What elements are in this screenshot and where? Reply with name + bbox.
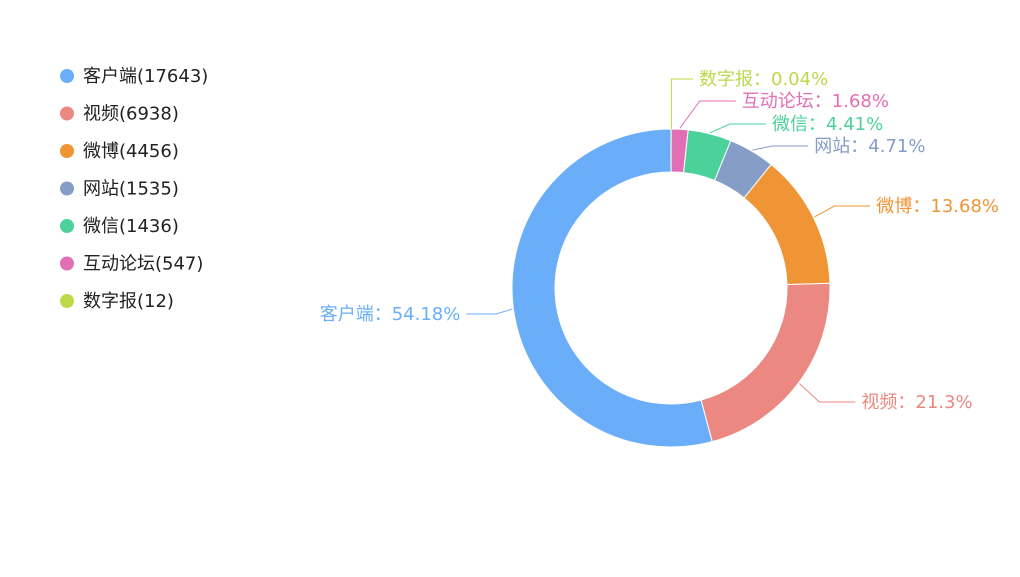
legend-item-5[interactable]: 互动论坛(547) [60,254,203,275]
donut-slices [511,128,831,448]
legend-item-0[interactable]: 客户端(17643) [60,66,208,87]
legend-label-0: 客户端(17643) [83,66,208,87]
legend-item-1[interactable]: 视频(6938) [60,104,179,125]
slice-label-5: 互动论坛：1.68% [742,91,889,112]
chart-legend: 客户端(17643) 视频(6938) 微博(4456) 网站(1535) 微信(143… [60,66,208,312]
legend-item-3[interactable]: 网站(1535) [60,179,179,200]
legend-item-6[interactable]: 数字报(12) [60,291,174,312]
legend-label-4: 微信(1436) [83,216,179,237]
slice-label-4: 微信：4.41% [772,114,883,135]
slice-label-6: 数字报：0.04% [699,69,828,90]
slice-labels: 客户端：54.18% 视频：21.3% 微博：13.68% 网站：4.71%微信：4.… [320,69,999,413]
legend-label-1: 视频(6938) [83,104,179,125]
leader-line-2 [814,205,871,218]
legend-label-3: 网站(1535) [83,179,179,200]
legend-item-4[interactable]: 微信(1436) [60,216,179,237]
donut-slice-1[interactable] [700,282,831,443]
legend-marker-4 [60,219,74,233]
legend-marker-1 [60,106,74,121]
legend-label-2: 微博(4456) [83,141,179,162]
leader-line-0 [466,308,513,315]
slice-label-3: 网站：4.71% [814,136,925,157]
leader-line-4 [709,123,767,134]
donut-slice-0[interactable] [511,128,713,448]
leader-line-5 [679,100,736,129]
label-leader-lines [466,78,871,403]
legend-marker-3 [60,181,74,196]
leader-line-1 [799,383,856,403]
leader-line-6 [670,78,693,129]
legend-label-5: 互动论坛(547) [83,254,203,275]
slice-label-2: 微博：13.68% [876,196,999,217]
legend-label-6: 数字报(12) [83,291,174,312]
slice-label-1: 视频：21.3% [861,392,972,413]
legend-marker-2 [60,144,74,158]
legend-item-2[interactable]: 微博(4456) [60,141,179,162]
donut-slice-5[interactable] [670,128,689,174]
legend-marker-6 [60,294,74,308]
legend-marker-5 [60,256,74,271]
legend-marker-0 [60,69,74,83]
leader-line-3 [752,145,809,151]
slice-label-0: 客户端：54.18% [320,304,461,325]
